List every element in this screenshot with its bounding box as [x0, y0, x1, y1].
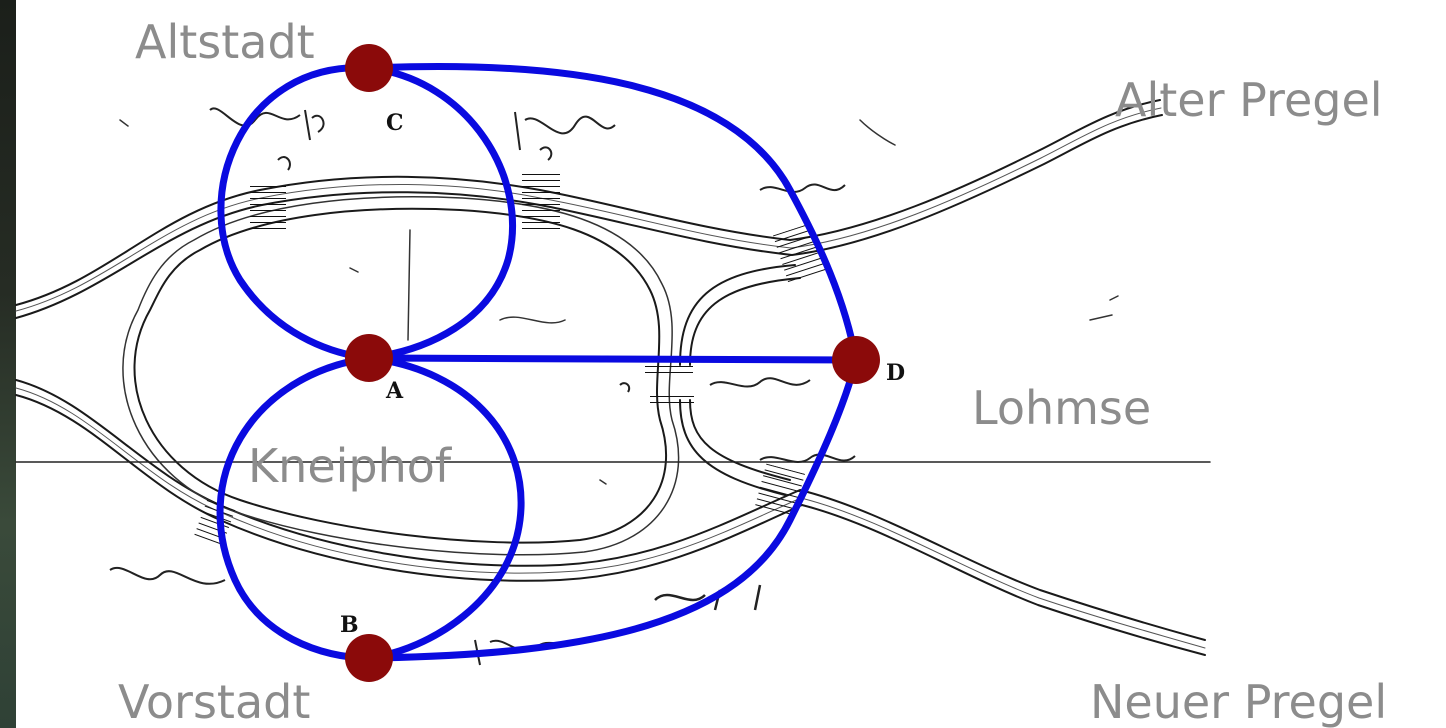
bridge-g [754, 463, 806, 517]
bridge-b [522, 173, 560, 229]
edge-c-a-left [217, 64, 373, 362]
scribble-koettel [209, 107, 325, 141]
edge-c-d [365, 62, 860, 364]
node-b [345, 634, 393, 682]
scribble-holz [759, 183, 846, 193]
scribble-b [539, 146, 553, 161]
node-letter-d: D [886, 360, 905, 386]
scribble-a [277, 156, 291, 171]
middle-channel [679, 264, 801, 496]
edge-a-b-left [216, 354, 373, 662]
label-lohmse: Lohmse [972, 381, 1151, 435]
left-photo-strip [0, 0, 16, 728]
label-neuer-pregel: Neuer Pregel [1090, 675, 1387, 728]
edge-a-d [365, 354, 860, 364]
upper-river [15, 99, 1163, 319]
node-a [345, 334, 393, 382]
bridge-f [193, 496, 237, 548]
scribble-kraemer [109, 567, 226, 585]
graph-edges [216, 62, 860, 662]
island-outline [122, 196, 680, 556]
graph-nodes [345, 44, 880, 682]
node-letter-b: B [340, 612, 359, 638]
scribble-hohe [759, 453, 856, 463]
label-alter-pregel: Alter Pregel [1115, 73, 1383, 127]
bridge-a [250, 185, 286, 233]
edge-b-d [365, 356, 860, 662]
label-altstadt: Altstadt [135, 15, 315, 69]
label-kneiphof: Kneiphof [248, 439, 453, 493]
ink-mark [407, 229, 411, 341]
river-map-drawing [15, 99, 1211, 656]
scribble-c [619, 382, 631, 393]
node-letter-c: C [386, 110, 404, 136]
node-letter-a: A [385, 378, 404, 404]
node-c [345, 44, 393, 92]
scribble-honig [709, 377, 811, 388]
scribble-schmiede [514, 111, 616, 151]
ink-specks [119, 119, 1119, 485]
edge-a-b-right [365, 354, 525, 662]
bridge-e [650, 392, 694, 408]
label-vorstadt: Vorstadt [118, 675, 310, 728]
node-d [832, 336, 880, 384]
bridge-d [645, 358, 693, 378]
edge-c-a-right [365, 64, 516, 362]
